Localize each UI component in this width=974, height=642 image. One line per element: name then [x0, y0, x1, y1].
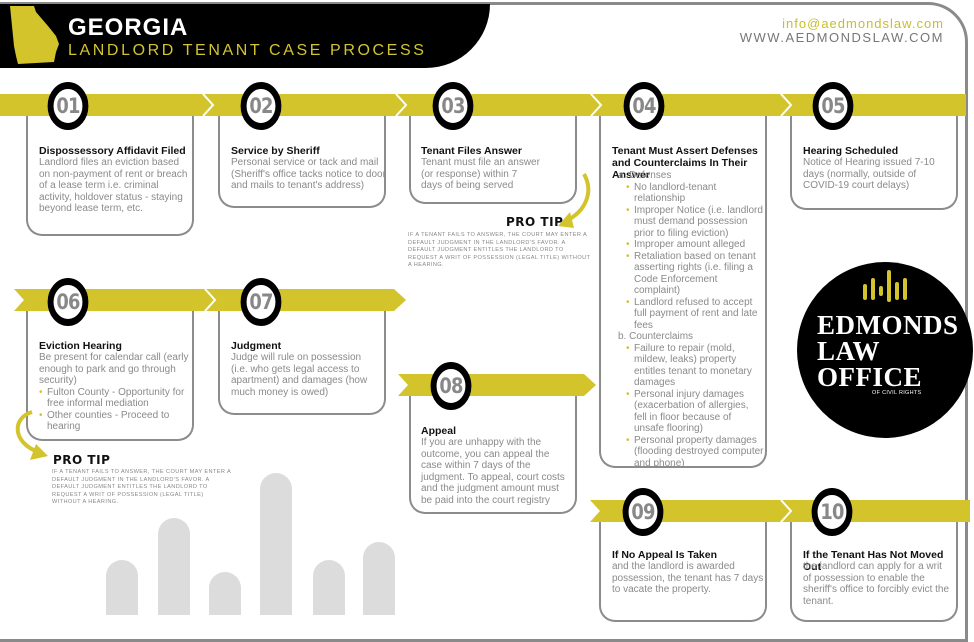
step-number-09: 09: [622, 488, 664, 536]
decorative-bar: [260, 473, 292, 615]
step-card-08: [409, 396, 577, 514]
counterclaim-item: Personal injury damages (exacerbation of…: [626, 389, 764, 435]
decorative-bar: [209, 572, 241, 615]
curved-arrow-icon: [558, 173, 591, 228]
step-description-text: Be present for calendar call (early enou…: [39, 352, 189, 386]
step-description: Notice of Hearing issued 7-10 days (norm…: [803, 157, 935, 191]
pro-tip-text: If a tenant fails to answer, the court m…: [52, 469, 231, 505]
pro-tip-heading: PRO TIP: [506, 215, 564, 229]
page-subtitle: LANDLORD TENANT CASE PROCESS: [68, 42, 427, 59]
decorative-bar: [106, 560, 138, 615]
band-notch: [14, 289, 24, 311]
page-title: GEORGIA: [68, 14, 189, 41]
band-arrowhead: [394, 289, 406, 311]
defense-item: Improper amount alleged: [626, 239, 764, 251]
step-number-08: 08: [430, 362, 472, 410]
step-number-10: 10: [811, 488, 853, 536]
logo-line-3: OFFICE: [817, 362, 923, 392]
step-description: the landlord can apply for a writ of pos…: [803, 561, 950, 607]
chevron-separator-icon: [202, 94, 215, 116]
step-title: Tenant Must Assert Defenses and Counterc…: [612, 145, 758, 181]
defense-item: Improper Notice (i.e. landlord must dema…: [626, 205, 764, 240]
timeline-band-row2: [14, 289, 394, 311]
decorative-bar: [313, 560, 345, 615]
curved-arrow-icon: [15, 410, 48, 460]
step-title: If No Appeal Is Taken: [612, 549, 718, 561]
step-title: Tenant Files Answer: [421, 145, 522, 157]
step-title: Dispossessory Affidavit Filed: [39, 145, 186, 157]
step-title: Service by Sheriff: [231, 145, 320, 157]
chevron-separator-icon: [395, 94, 408, 116]
defense-item: Retaliation based on tenant asserting ri…: [626, 251, 764, 297]
logo-line-2: LAW: [817, 336, 881, 366]
decorative-bar: [158, 518, 190, 615]
law-office-logo: EDMONDS LAW OFFICE OF CIVIL RIGHTS: [797, 262, 973, 438]
step-description: and the landlord is awarded possession, …: [612, 561, 764, 595]
chevron-separator-icon: [780, 500, 793, 522]
step-number-05: 05: [812, 82, 854, 130]
step-number-06: 06: [47, 278, 89, 326]
counterclaim-item: Failure to repair (mold, mildew, leaks) …: [626, 343, 764, 389]
step-description: Landlord files an eviction based on non-…: [39, 157, 188, 214]
step-title: Judgment: [231, 340, 282, 352]
step-card-07: [218, 311, 386, 415]
counterclaim-item: Personal property damages (flooding dest…: [626, 435, 764, 470]
step-number-03: 03: [432, 82, 474, 130]
step-number-02: 02: [240, 82, 282, 130]
band-notch: [398, 374, 408, 396]
step-description: Judge will rule on possession (i.e. who …: [231, 352, 368, 398]
step-title: Appeal: [421, 425, 457, 437]
step-number-01: 01: [47, 82, 89, 130]
georgia-state-icon: [10, 6, 59, 64]
timeline-band-row4: [590, 500, 970, 522]
chevron-separator-icon: [590, 94, 603, 116]
band-arrowhead: [584, 374, 596, 396]
pro-tip-heading: PRO TIP: [53, 453, 111, 467]
logo-tagline: OF CIVIL RIGHTS: [872, 390, 922, 396]
step-title: Hearing Scheduled: [803, 145, 899, 157]
timeline-band-step8: [398, 374, 584, 396]
defenses-label: a. Defenses: [618, 170, 672, 181]
contact-website[interactable]: WWW.AEDMONDSLAW.COM: [739, 30, 944, 45]
counterclaims-label: b. Counterclaims: [618, 331, 694, 342]
county-option: Fulton County - Opportunity for free inf…: [39, 387, 191, 410]
step-card-03: [409, 116, 577, 204]
step-defenses-list: a. Defenses No landlord-tenant relations…: [612, 170, 764, 469]
chevron-separator-icon: [204, 289, 217, 311]
step-card-02: [218, 116, 386, 208]
pro-tip-text: If a tenant fails to answer, the court m…: [408, 232, 591, 268]
step-title: If the Tenant Has Not Moved Out: [803, 549, 944, 573]
decorative-bar: [363, 542, 395, 615]
defense-item: No landlord-tenant relationship: [626, 182, 764, 205]
step-card-01: [26, 116, 194, 236]
logo-line-1: EDMONDS: [817, 310, 959, 340]
step-card-05: [790, 116, 958, 210]
step-number-04: 04: [623, 82, 665, 130]
band-notch: [590, 500, 600, 522]
header-banner: GEORGIA LANDLORD TENANT CASE PROCESS: [0, 4, 490, 68]
step-description: Be present for calendar call (early enou…: [39, 352, 191, 433]
contact-email[interactable]: info@aedmondslaw.com: [782, 16, 944, 31]
county-option: Other counties - Proceed to hearing: [39, 410, 191, 433]
step-description: If you are unhappy with the outcome, you…: [421, 437, 565, 506]
defense-item: Landlord refused to accept full payment …: [626, 297, 764, 332]
step-title: Eviction Hearing: [39, 340, 122, 352]
chevron-separator-icon: [780, 94, 793, 116]
step-number-07: 07: [240, 278, 282, 326]
step-description: Tenant must file an answer (or response)…: [421, 157, 540, 191]
step-description: Personal service or tack and mail (Sheri…: [231, 157, 386, 191]
